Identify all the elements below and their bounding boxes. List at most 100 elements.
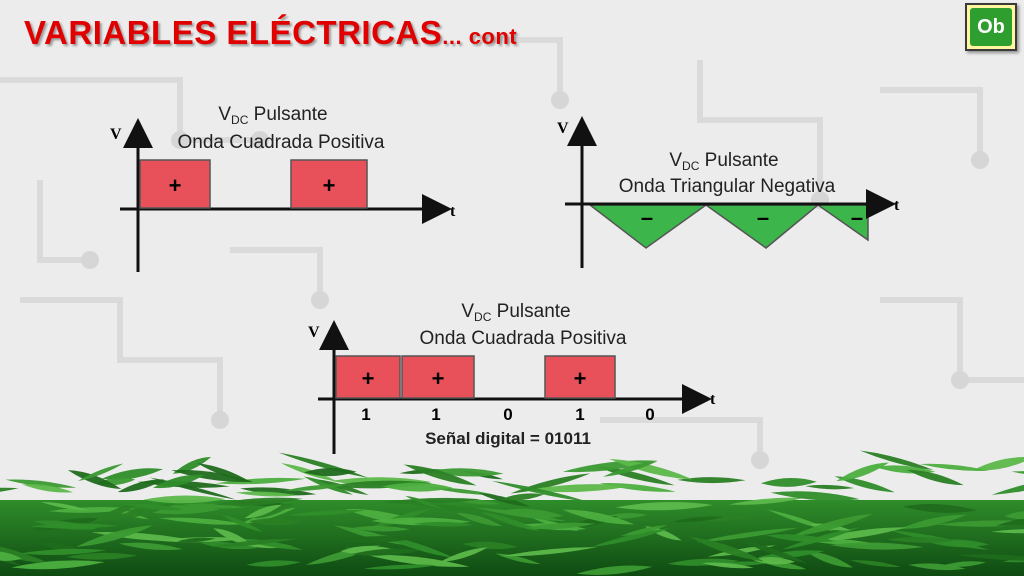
grass-leaf	[5, 479, 77, 488]
digital-t-label: t	[710, 391, 716, 408]
grass-leaf	[316, 479, 369, 496]
grass-leaf	[215, 477, 306, 485]
digital-sign-2: +	[432, 366, 445, 391]
grass-leaf	[456, 513, 503, 527]
grass-leaf	[350, 548, 421, 556]
grass-leaf	[908, 563, 966, 571]
square1-v-label: V	[110, 126, 122, 143]
grass-leaf	[117, 479, 165, 493]
grass-leaf	[337, 536, 415, 543]
grass-leaf	[481, 511, 540, 531]
grass-leaf	[119, 542, 183, 551]
digital-bit-5: 0	[645, 405, 654, 424]
grass-leaf	[124, 503, 184, 511]
triangle-v-label: V	[557, 120, 569, 137]
grass-leaf	[615, 502, 713, 511]
grass-leaf	[500, 547, 597, 557]
grass-leaf	[244, 504, 282, 519]
grass-leaf	[220, 514, 263, 532]
grass-leaf	[689, 536, 765, 562]
grass-leaf	[0, 551, 22, 561]
grass-leaf	[462, 541, 518, 550]
grass-leaf	[143, 495, 226, 504]
grass-leaf	[379, 497, 482, 504]
grass-leaf	[849, 560, 901, 568]
title-suffix: ... cont	[442, 24, 518, 49]
triangle-caption-line1: VDC Pulsante	[669, 150, 778, 173]
grass-leaf	[829, 542, 924, 550]
grass-leaf	[671, 516, 725, 523]
grass-leaf	[0, 546, 52, 564]
grass-leaf	[197, 463, 252, 483]
digital-bit-3: 0	[503, 405, 512, 424]
grass-leaf	[859, 450, 934, 471]
grass-leaf	[562, 509, 635, 525]
digital-wave-diagram: VDC Pulsante Onda Cuadrada Positiva V t …	[308, 301, 716, 454]
digital-pulse-3	[544, 355, 616, 399]
page-title: VARIABLES ELÉCTRICAS... cont	[24, 14, 517, 52]
grass-leaf	[40, 501, 89, 511]
grass-leaf	[159, 517, 247, 525]
square1-caption-line1: VDC Pulsante	[218, 104, 327, 127]
square1-sign-2: +	[323, 173, 336, 198]
digital-pulse-1	[335, 355, 401, 399]
grass-leaf	[757, 550, 825, 559]
digital-caption-line1: VDC Pulsante	[461, 301, 570, 324]
grass-leaf	[403, 464, 477, 486]
grass-leaf	[352, 525, 411, 532]
grass-leaf	[1004, 511, 1024, 520]
grass-leaf	[902, 503, 977, 513]
grass-leaf	[0, 487, 19, 492]
grass-leaf	[701, 562, 754, 569]
digital-sign-1: +	[362, 366, 375, 391]
grass-leaf	[367, 554, 470, 567]
grass-leaf	[836, 462, 890, 482]
grass-leaf	[500, 493, 544, 501]
grass-leaf	[303, 468, 357, 477]
grass-leaf	[248, 518, 302, 526]
square1-pulse-2	[290, 159, 368, 209]
grass-leaf	[957, 554, 1024, 561]
digital-signal-label: Señal digital = 01011	[425, 429, 591, 448]
grass-leaf	[906, 469, 964, 486]
grass-leaf	[735, 538, 807, 564]
logo-text: Ob	[970, 8, 1012, 46]
grass-leaf	[363, 564, 438, 570]
grass-leaf	[66, 552, 137, 560]
grass-leaf	[805, 551, 853, 568]
grass-leaf	[620, 525, 668, 536]
grass-leaf	[172, 457, 212, 474]
square1-sign-1: +	[169, 173, 182, 198]
grass-leaf	[728, 497, 805, 505]
grass-leaf	[991, 529, 1024, 534]
grass-leaf	[591, 528, 670, 547]
grass-leaf	[996, 518, 1024, 526]
square1-t-label: t	[450, 203, 456, 220]
grass-leaf	[791, 513, 873, 537]
grass-leaf	[834, 476, 895, 493]
grass-leaf	[439, 547, 488, 563]
digital-bit-4: 1	[575, 405, 584, 424]
grass-leaf	[594, 465, 675, 486]
grass-leaf	[405, 495, 443, 509]
grass-leaf	[67, 470, 122, 489]
grass-leaf	[246, 560, 301, 567]
triangle-caption-line2: Onda Triangular Negativa	[619, 176, 836, 197]
triangle-sign-2: –	[757, 205, 769, 230]
grass-leaf	[525, 522, 596, 530]
square1-pulse-1	[139, 159, 211, 209]
grass-leaf	[153, 474, 205, 489]
logo-badge[interactable]: Ob	[965, 3, 1017, 51]
grass-leaf	[34, 520, 97, 530]
grass-leaf	[760, 477, 817, 487]
grass-leaf	[171, 470, 254, 482]
grass-leaf	[19, 548, 107, 555]
digital-caption-line2: Onda Cuadrada Positiva	[419, 328, 626, 349]
triangle-t-label: t	[894, 197, 900, 214]
grass-leaf	[603, 461, 658, 477]
grass-leaf	[941, 561, 987, 567]
grass-leaf	[92, 502, 140, 522]
grass-leaf	[78, 463, 124, 481]
grass-leaf	[101, 468, 163, 480]
grass-leaf	[1011, 471, 1024, 474]
